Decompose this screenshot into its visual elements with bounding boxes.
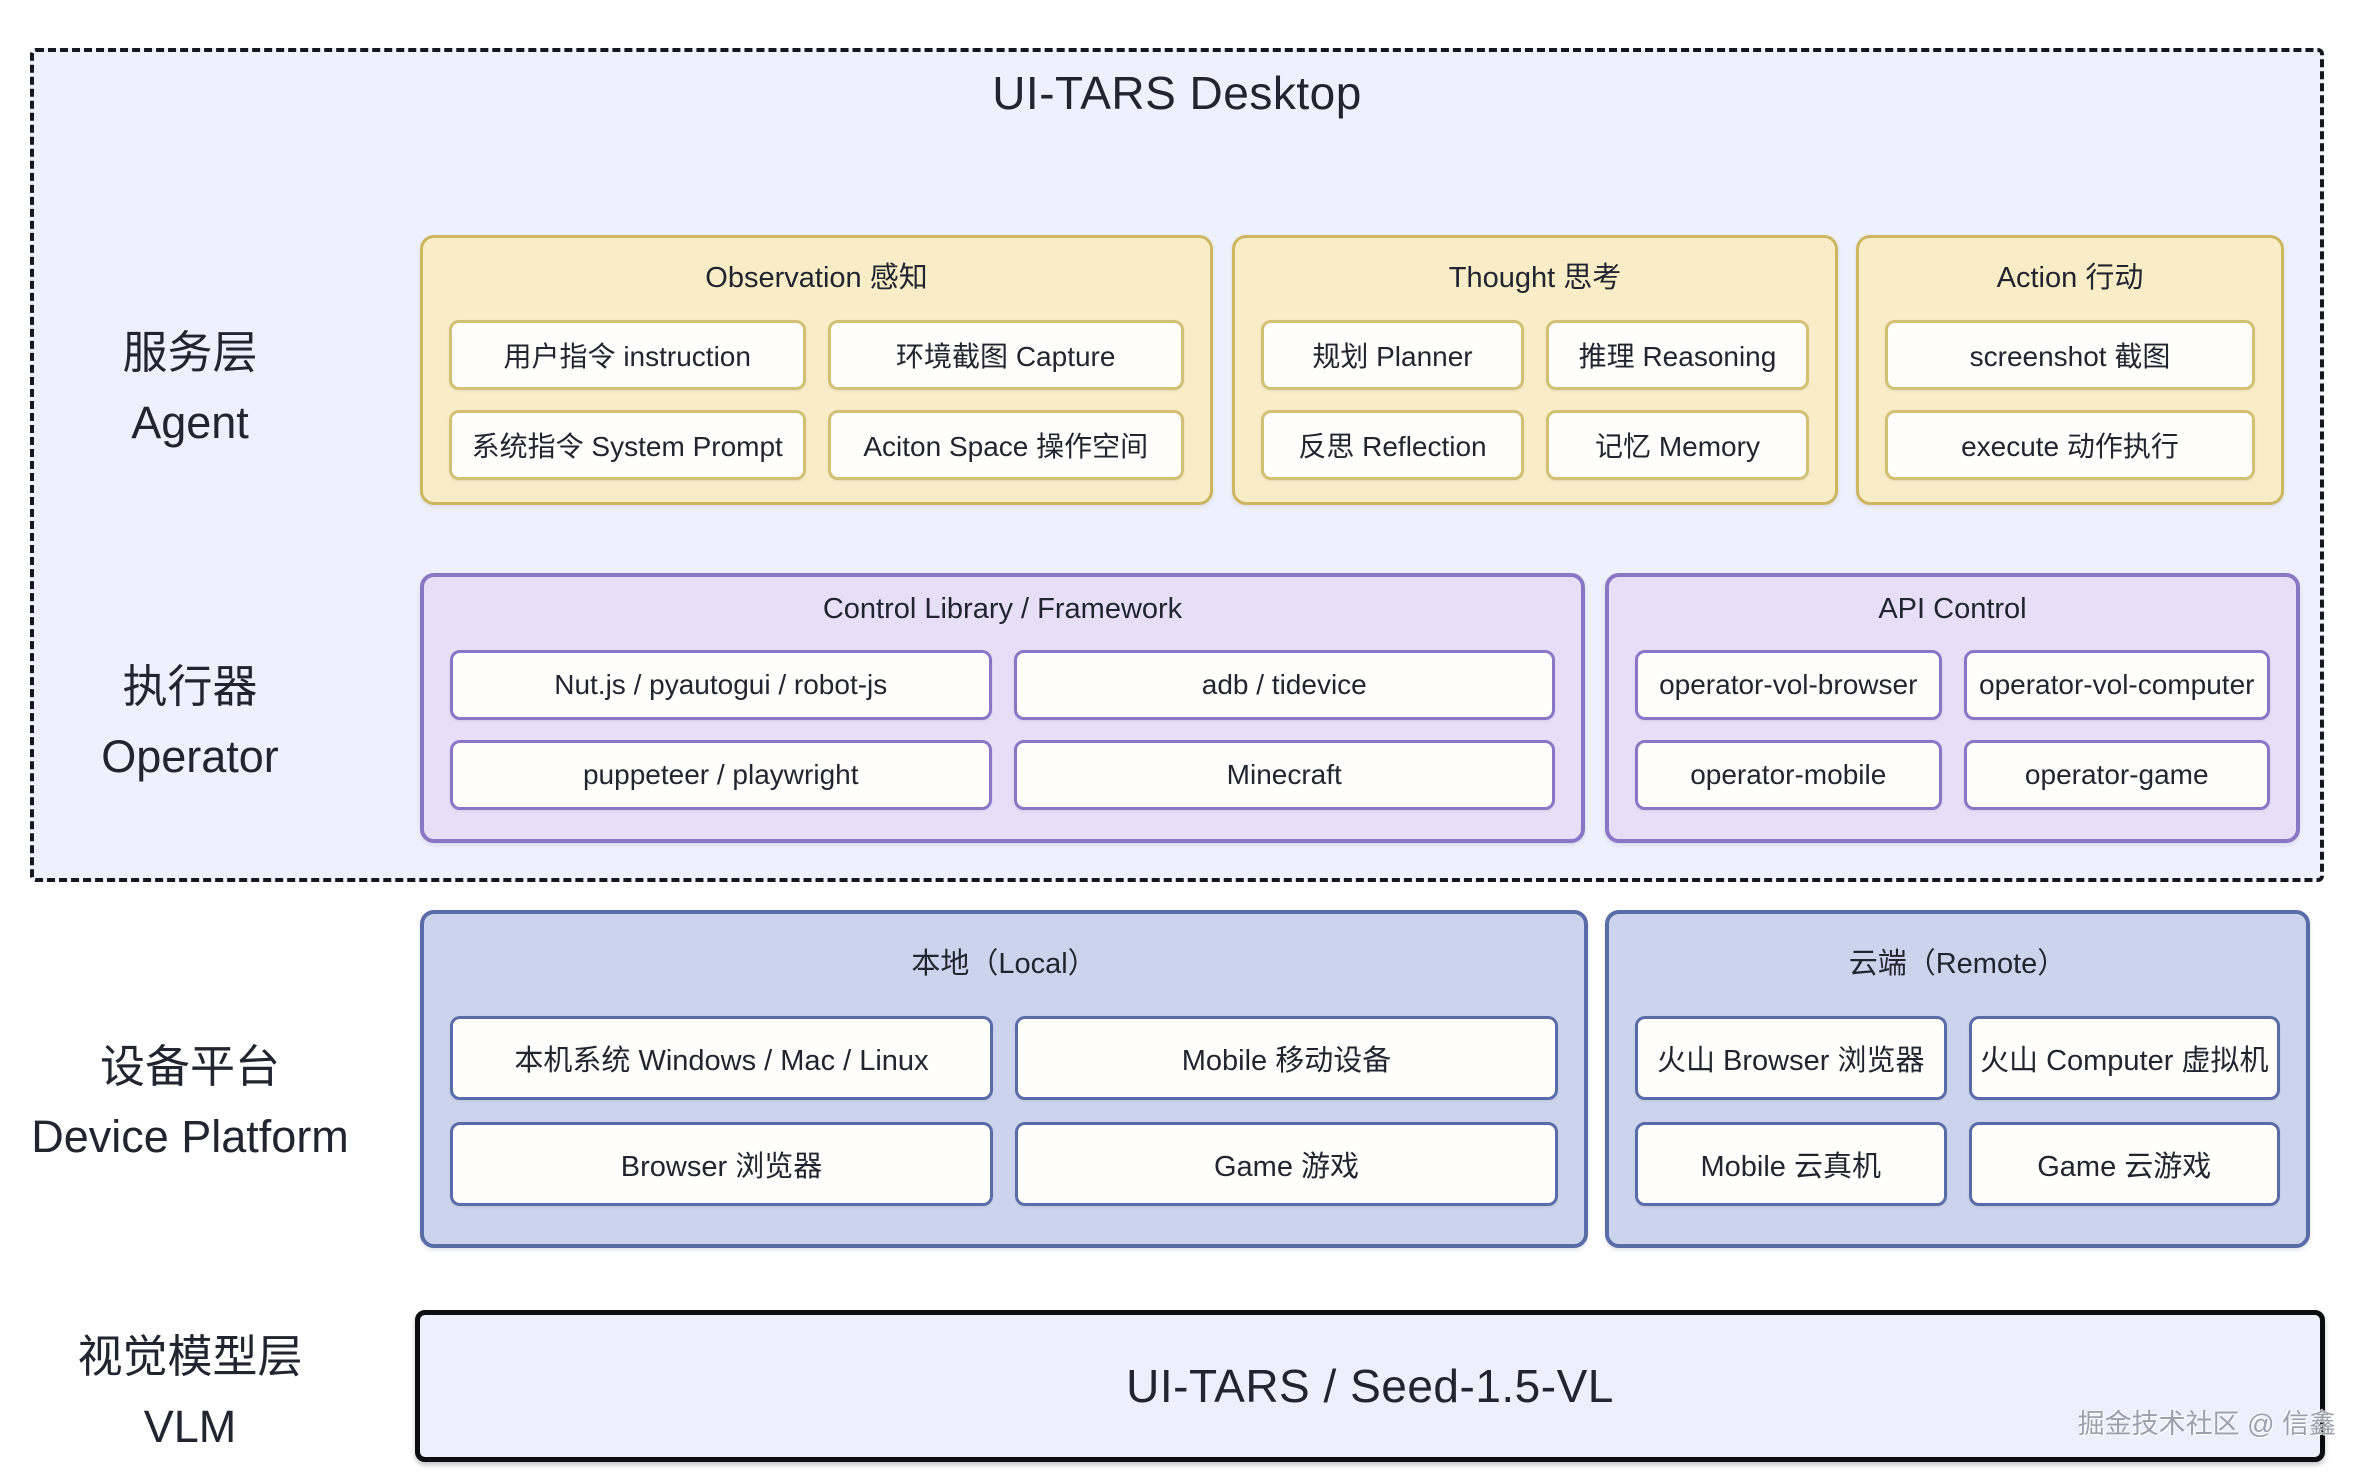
diagram-title: UI-TARS Desktop xyxy=(992,67,1362,119)
thought-section-title: Thought 思考 xyxy=(1448,262,1622,294)
layer-vlm-en: VLM xyxy=(143,1401,237,1452)
api-item-mobile: operator-mobile xyxy=(1635,740,1942,810)
layer-label-vlm: 视觉模型层 VLM xyxy=(0,1322,380,1462)
remote-item-volc-computer: 火山 Computer 虚拟机 xyxy=(1968,1016,2280,1100)
layer-label-agent: 服务层 Agent xyxy=(0,318,380,458)
api-control-section: API Control operator-vol-browser operato… xyxy=(1605,573,2300,843)
watermark: 掘金技术社区 @ 信鑫 xyxy=(2077,1409,2336,1439)
layer-operator-zh: 执行器 xyxy=(122,661,258,712)
thought-item-planner: 规划 Planner xyxy=(1261,320,1524,390)
layer-agent-en: Agent xyxy=(131,397,249,448)
thought-item-reflection: 反思 Reflection xyxy=(1261,410,1524,480)
layer-device-en: Device Platform xyxy=(31,1111,349,1162)
observation-item-capture: 环境截图 Capture xyxy=(827,320,1184,390)
observation-item-system-prompt: 系统指令 System Prompt xyxy=(449,410,806,480)
api-item-vol-browser: operator-vol-browser xyxy=(1635,650,1942,720)
observation-section-title: Observation 感知 xyxy=(705,262,928,294)
remote-section: 云端（Remote） 火山 Browser 浏览器 火山 Computer 虚拟… xyxy=(1605,910,2310,1248)
observation-section: Observation 感知 用户指令 instruction 环境截图 Cap… xyxy=(420,235,1213,505)
action-item-screenshot: screenshot 截图 xyxy=(1885,320,2255,390)
local-section: 本地（Local） 本机系统 Windows / Mac / Linux Mob… xyxy=(420,910,1588,1248)
remote-section-title: 云端（Remote） xyxy=(1848,948,2067,980)
api-control-title: API Control xyxy=(1878,593,2027,625)
control-item-nutjs: Nut.js / pyautogui / robot-js xyxy=(450,650,992,720)
control-library-section: Control Library / Framework Nut.js / pya… xyxy=(420,573,1585,843)
thought-item-reasoning: 推理 Reasoning xyxy=(1546,320,1809,390)
layer-agent-zh: 服务层 xyxy=(122,327,258,378)
layer-device-zh: 设备平台 xyxy=(99,1041,280,1092)
local-item-game: Game 游戏 xyxy=(1015,1122,1558,1206)
action-section-title: Action 行动 xyxy=(1996,262,2144,294)
layer-vlm-zh: 视觉模型层 xyxy=(77,1331,303,1382)
thought-section: Thought 思考 规划 Planner 推理 Reasoning 反思 Re… xyxy=(1232,235,1838,505)
local-item-mobile: Mobile 移动设备 xyxy=(1015,1016,1558,1100)
vlm-model-label: UI-TARS / Seed-1.5-VL xyxy=(1126,1360,1614,1412)
remote-item-volc-browser: 火山 Browser 浏览器 xyxy=(1635,1016,1947,1100)
control-item-minecraft: Minecraft xyxy=(1013,740,1555,810)
remote-item-cloud-game: Game 云游戏 xyxy=(1968,1122,2280,1206)
remote-item-cloud-phone: Mobile 云真机 xyxy=(1635,1122,1947,1206)
local-item-native-os: 本机系统 Windows / Mac / Linux xyxy=(450,1016,993,1100)
thought-item-memory: 记忆 Memory xyxy=(1546,410,1809,480)
layer-label-device-platform: 设备平台 Device Platform xyxy=(0,1032,380,1172)
api-item-game: operator-game xyxy=(1963,740,2270,810)
control-library-title: Control Library / Framework xyxy=(822,593,1183,625)
vlm-model-box: UI-TARS / Seed-1.5-VL xyxy=(415,1310,2325,1462)
action-item-execute: execute 动作执行 xyxy=(1885,410,2255,480)
action-section: Action 行动 screenshot 截图 execute 动作执行 xyxy=(1856,235,2284,505)
control-item-puppeteer: puppeteer / playwright xyxy=(450,740,992,810)
observation-item-action-space: Aciton Space 操作空间 xyxy=(827,410,1184,480)
layer-label-operator: 执行器 Operator xyxy=(0,652,380,792)
local-item-browser: Browser 浏览器 xyxy=(450,1122,993,1206)
api-item-vol-computer: operator-vol-computer xyxy=(1963,650,2270,720)
control-item-adb: adb / tidevice xyxy=(1013,650,1555,720)
local-section-title: 本地（Local） xyxy=(911,948,1097,980)
observation-item-instruction: 用户指令 instruction xyxy=(449,320,806,390)
layer-operator-en: Operator xyxy=(101,731,279,782)
